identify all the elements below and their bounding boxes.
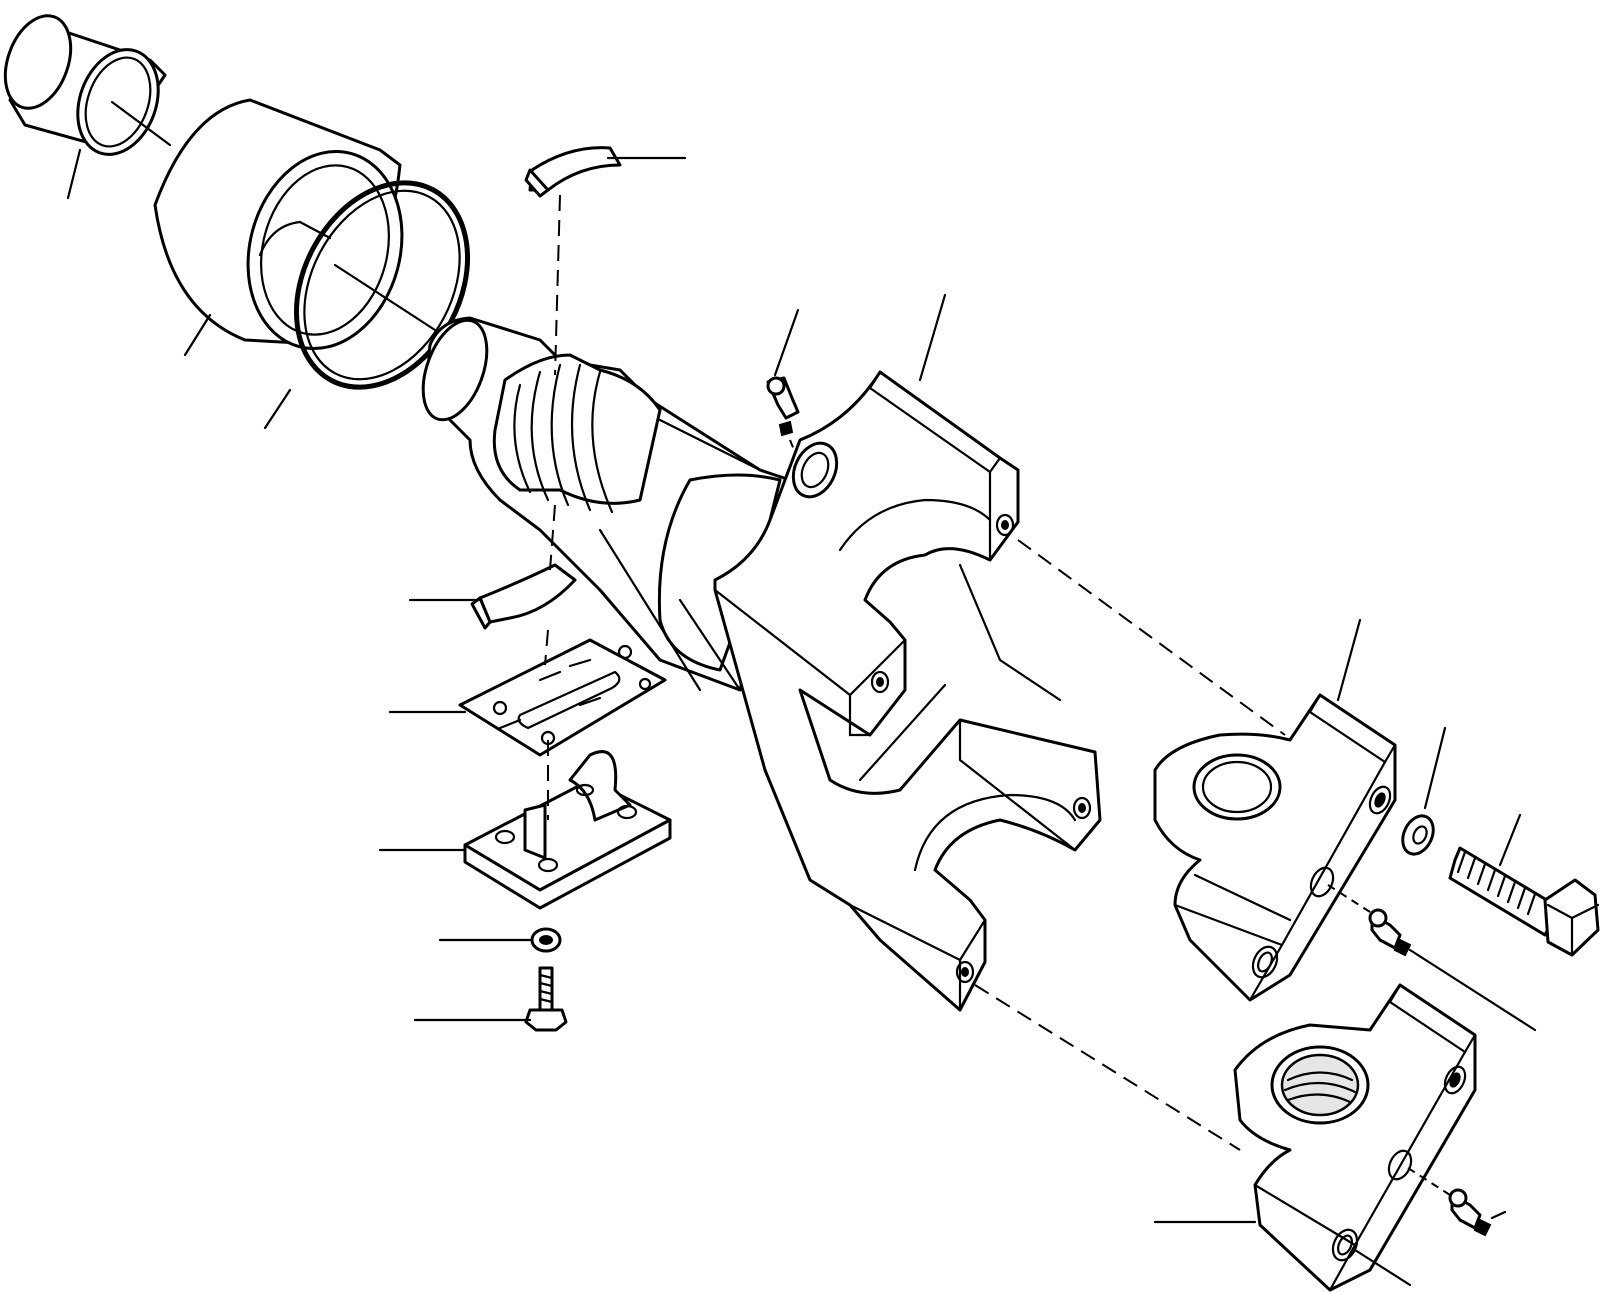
alignment-line-upper-bearing — [554, 194, 561, 376]
large-sleeve-part — [153, 98, 404, 351]
leader-line-upper-cap — [1336, 618, 1362, 702]
upper-kingpin-cap-part — [1153, 693, 1397, 1002]
leader-line-washer-right — [1423, 726, 1447, 810]
shim-plate-part — [458, 638, 667, 757]
retainer-plate-part — [463, 750, 672, 910]
leader-line-fitting-middle — [1408, 948, 1537, 1032]
leader-line-lower-cap-bolt — [1353, 1248, 1412, 1287]
leader-line-knuckle — [918, 293, 947, 382]
cap-screw-part — [524, 966, 568, 1032]
hex-bolt-part — [1448, 846, 1600, 957]
alignment-line-knuckle-lower — [974, 984, 1241, 1151]
leader-line-bolt — [1498, 813, 1522, 867]
grease-fitting-middle-part — [1368, 908, 1412, 957]
grease-fitting-upper-part — [766, 376, 800, 437]
leader-line-bushing — [66, 148, 82, 200]
leader-line-o-ring — [263, 388, 292, 430]
upper-bearing-half-part — [524, 146, 622, 198]
lower-bearing-half-part — [470, 563, 577, 630]
alignment-line-shim — [544, 629, 549, 666]
leader-line-sleeve — [183, 313, 212, 357]
knuckle-bracket-part — [713, 370, 1102, 1012]
lock-washer-part — [530, 927, 562, 953]
leader-line-fitting-lower — [1490, 1210, 1507, 1220]
grease-fitting-lower-part — [1448, 1188, 1492, 1237]
spindle-shaft-part — [421, 316, 792, 692]
leader-line-fitting-upper — [773, 308, 800, 377]
bushing-part — [3, 14, 172, 156]
alignment-line-lower-bearing — [549, 504, 556, 571]
alignment-line-knuckle-upper — [1017, 539, 1286, 736]
lower-kingpin-cap-part — [1233, 983, 1477, 1292]
washer-right-part — [1401, 814, 1435, 856]
